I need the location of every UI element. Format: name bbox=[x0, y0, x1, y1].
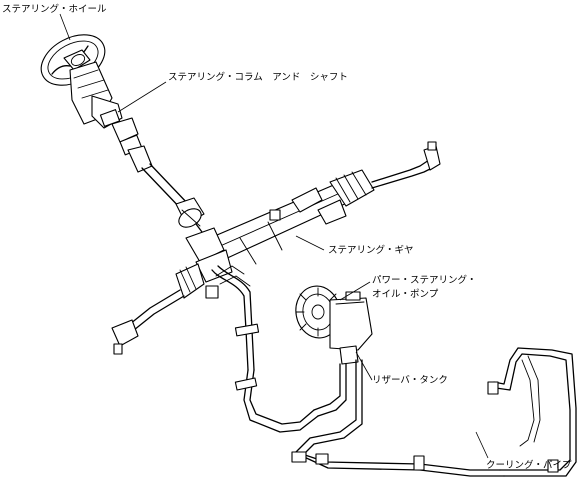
hydraulic-hoses bbox=[205, 209, 505, 477]
cooling-pipe bbox=[487, 347, 577, 477]
power-steering-oil-pump bbox=[295, 285, 373, 365]
label-steering-gear: ステアリング・ギヤ bbox=[328, 244, 414, 256]
label-reservoir-tank: リザーバ・タンク bbox=[372, 375, 448, 386]
steering-column bbox=[69, 61, 209, 241]
label-cooling-pipe: クーリング・パイプ bbox=[486, 459, 572, 471]
label-steering-wheel: ステアリング・ホイール bbox=[2, 3, 107, 15]
label-pump-line1: パワー・ステアリング・ bbox=[372, 274, 477, 286]
steering-gear bbox=[111, 141, 441, 355]
leader-lines bbox=[59, 13, 489, 459]
label-steering-column: ステアリング・コラム アンド シャフト bbox=[168, 71, 348, 83]
label-pump-line2: オイル・ポンプ bbox=[372, 289, 439, 300]
